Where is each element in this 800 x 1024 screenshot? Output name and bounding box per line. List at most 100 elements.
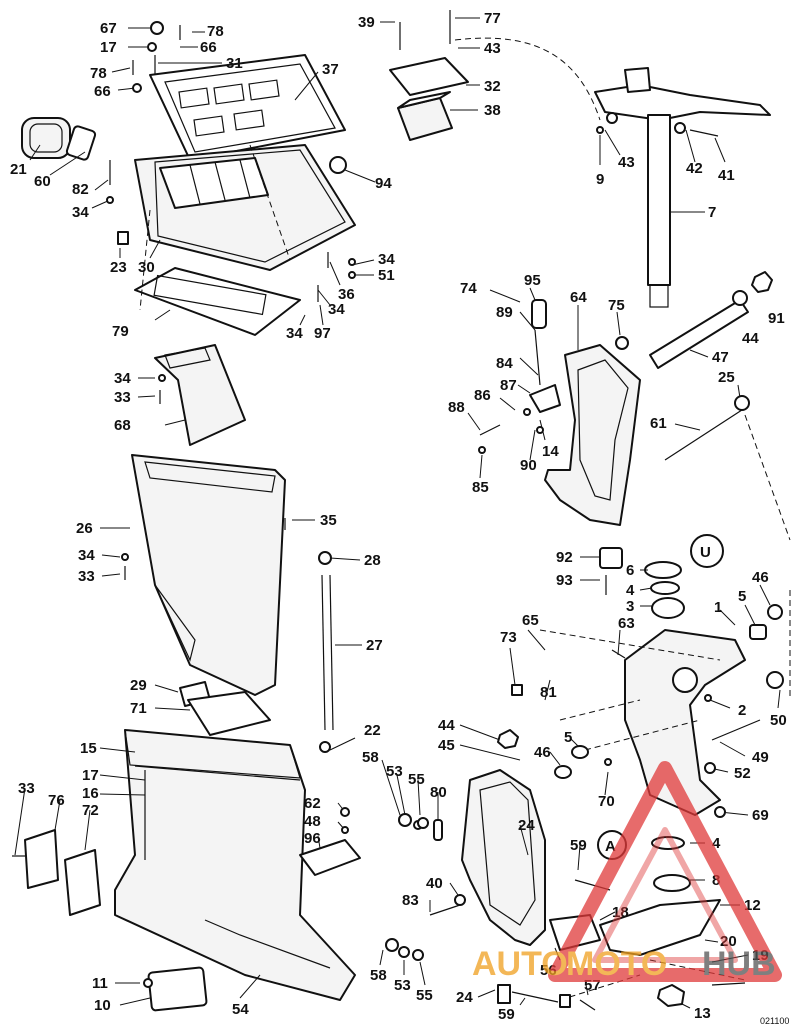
callout-34-b: 34 — [378, 251, 395, 268]
callout-14: 14 — [542, 443, 559, 460]
callout-7: 7 — [708, 204, 716, 221]
callout-90: 90 — [520, 457, 537, 474]
wiring-harness-86 — [479, 329, 561, 436]
callout-53-b: 53 — [394, 977, 411, 994]
callout-28: 28 — [364, 552, 381, 569]
callout-34-d: 34 — [286, 325, 303, 342]
callout-47: 47 — [712, 349, 729, 366]
callout-45: 45 — [438, 737, 455, 754]
driveshaft-housing-15 — [114, 729, 356, 1001]
bolt-83 — [429, 904, 461, 916]
callout-66: 66 — [200, 39, 217, 56]
bolt-41 — [689, 129, 719, 137]
callout-92: 92 — [556, 549, 573, 566]
callout-78-b: 78 — [90, 65, 107, 82]
callout-88: 88 — [448, 399, 465, 416]
figure-code: 021100 — [760, 1016, 789, 1024]
block-92 — [599, 547, 623, 569]
callout-20: 20 — [720, 933, 737, 950]
callout-39: 39 — [358, 14, 375, 31]
callout-35: 35 — [320, 512, 337, 529]
callout-76: 76 — [48, 792, 65, 809]
callout-84: 84 — [496, 355, 513, 372]
callout-24-b: 24 — [456, 989, 473, 1006]
callout-53: 53 — [386, 763, 403, 780]
callout-34-e: 34 — [114, 370, 131, 387]
bushing-3 — [651, 597, 685, 619]
callout-33-b: 33 — [78, 568, 95, 585]
callout-73: 73 — [500, 629, 517, 646]
callout-50: 50 — [770, 712, 787, 729]
callout-87: 87 — [500, 377, 517, 394]
callout-42: 42 — [686, 160, 703, 177]
washer-8 — [653, 874, 691, 892]
bracket-96 — [299, 839, 361, 876]
steering-arm — [594, 67, 771, 121]
washer-4b — [651, 836, 685, 850]
callout-33-c: 33 — [18, 780, 35, 797]
callout-38: 38 — [484, 102, 501, 119]
callout-8: 8 — [712, 872, 720, 889]
svg-text:A: A — [605, 838, 616, 855]
stern-bracket-24 — [461, 769, 546, 946]
gasket-79 — [134, 267, 301, 336]
callout-34-c: 34 — [328, 301, 345, 318]
gasket-72 — [64, 849, 101, 916]
gasket-71 — [187, 691, 271, 736]
callout-58-b: 58 — [370, 967, 387, 984]
callout-11: 11 — [92, 975, 108, 992]
callout-22: 22 — [364, 722, 381, 739]
callout-63: 63 — [618, 615, 635, 632]
callout-labels: 67 78 17 66 31 78 66 37 39 77 43 32 38 4… — [10, 10, 787, 1023]
callout-86: 86 — [474, 387, 491, 404]
tilt-tube-47 — [649, 299, 749, 369]
callout-95: 95 — [524, 272, 541, 289]
exhaust-cover-37 — [149, 54, 346, 161]
watermark-text-auto: AUTO — [472, 945, 568, 983]
callout-36: 36 — [338, 286, 355, 303]
callout-58: 58 — [362, 749, 379, 766]
bracket-32 — [389, 57, 469, 96]
callout-16: 16 — [82, 785, 99, 802]
callout-49: 49 — [752, 749, 769, 766]
callout-4: 4 — [626, 582, 635, 599]
tilt-rod-61 — [664, 407, 746, 461]
callout-68: 68 — [114, 417, 131, 434]
callout-32: 32 — [484, 78, 501, 95]
exhaust-housing-26 — [131, 454, 286, 696]
callout-55-b: 55 — [416, 987, 433, 1004]
callout-96: 96 — [304, 830, 321, 847]
watermark-text-hub: HUB — [702, 945, 776, 983]
leader-lines — [14, 17, 781, 1009]
callout-31: 31 — [226, 55, 243, 72]
plate-76 — [24, 829, 59, 889]
callout-64: 64 — [570, 289, 587, 306]
callout-6: 6 — [626, 562, 634, 579]
callout-24: 24 — [518, 817, 535, 834]
washer-6 — [644, 561, 682, 579]
callout-59: 59 — [570, 837, 587, 854]
sensor-95 — [531, 299, 547, 329]
swivel-bracket-64 — [544, 344, 641, 526]
callout-85: 85 — [472, 479, 489, 496]
callout-46-b: 46 — [534, 744, 551, 761]
exhaust-tube-68 — [154, 344, 246, 446]
callout-25: 25 — [718, 369, 735, 386]
callout-27: 27 — [366, 637, 383, 654]
callout-15: 15 — [80, 740, 97, 757]
callout-74: 74 — [460, 280, 477, 297]
callout-93: 93 — [556, 572, 573, 589]
callout-94: 94 — [375, 175, 392, 192]
callout-79: 79 — [112, 323, 129, 340]
callout-5: 5 — [738, 588, 746, 605]
callout-17-b: 17 — [82, 767, 99, 784]
callout-4-b: 4 — [712, 835, 721, 852]
stern-bracket-1 — [624, 629, 746, 816]
callout-55: 55 — [408, 771, 425, 788]
callout-10: 10 — [94, 997, 111, 1014]
callout-80: 80 — [430, 784, 447, 801]
callout-13: 13 — [694, 1005, 711, 1022]
callout-70: 70 — [598, 793, 615, 810]
callout-33: 33 — [114, 389, 131, 406]
callout-97: 97 — [314, 325, 331, 342]
